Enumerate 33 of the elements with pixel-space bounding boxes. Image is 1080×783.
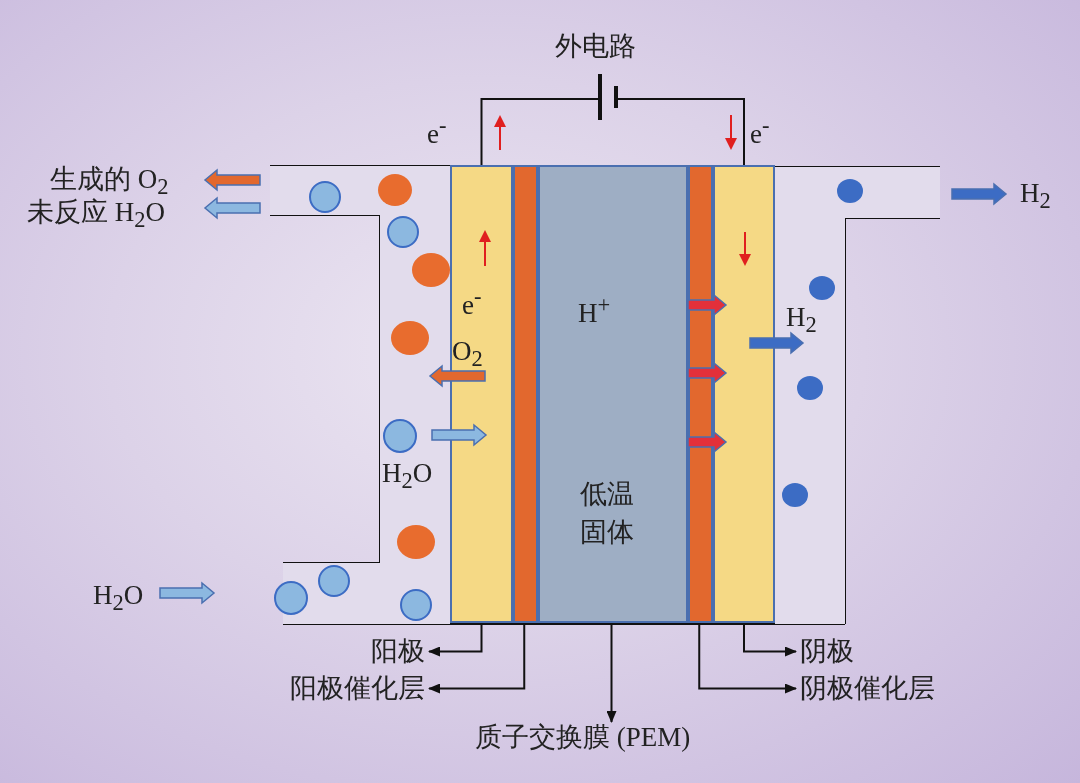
gas-label: O$_{2}$ [452, 338, 483, 371]
electron-label: e$^{-}$ [750, 115, 770, 148]
circuit-wire [615, 98, 745, 166]
part-label: 阴极催化层 [800, 675, 935, 702]
anode-catalyst-layer [513, 165, 538, 623]
anode-layer [450, 165, 513, 623]
part-label: 阳极 [371, 638, 425, 665]
gas-label: 未反应 H$_{2}$O [27, 199, 165, 232]
leader-line [698, 622, 797, 694]
part-label: 阴极 [800, 638, 854, 665]
proton-exchange-membrane [538, 165, 688, 623]
electron-label: e$^{-}$ [462, 286, 482, 319]
membrane-label: 低温固体 [580, 478, 635, 549]
leader-line [428, 622, 483, 657]
leader-line [743, 622, 797, 657]
gas-label: H$_{2}$O [93, 582, 144, 615]
gas-label: H$_{2}$O [382, 460, 433, 493]
gas-label: 生成的 O$_{2}$ [50, 166, 169, 199]
gas-label: H$_{2}$ [786, 304, 817, 337]
cathode-layer [713, 165, 775, 623]
part-label: 阳极催化层 [290, 675, 425, 702]
proton-arrow [687, 293, 728, 317]
leader-line [428, 622, 526, 694]
electron-label: e$^{-}$ [427, 115, 447, 148]
proton-arrow [687, 430, 728, 454]
ion-label: H$^{+}$ [578, 294, 611, 327]
part-label: 质子交换膜 (PEM) [475, 724, 691, 751]
leader-line [606, 622, 617, 723]
gas-label: H$_{2}$ [1020, 180, 1051, 213]
circuit-wire [480, 98, 601, 166]
circuit-label: 外电路 [555, 33, 636, 60]
proton-arrow [687, 361, 728, 385]
cathode-catalyst-layer [688, 165, 713, 623]
